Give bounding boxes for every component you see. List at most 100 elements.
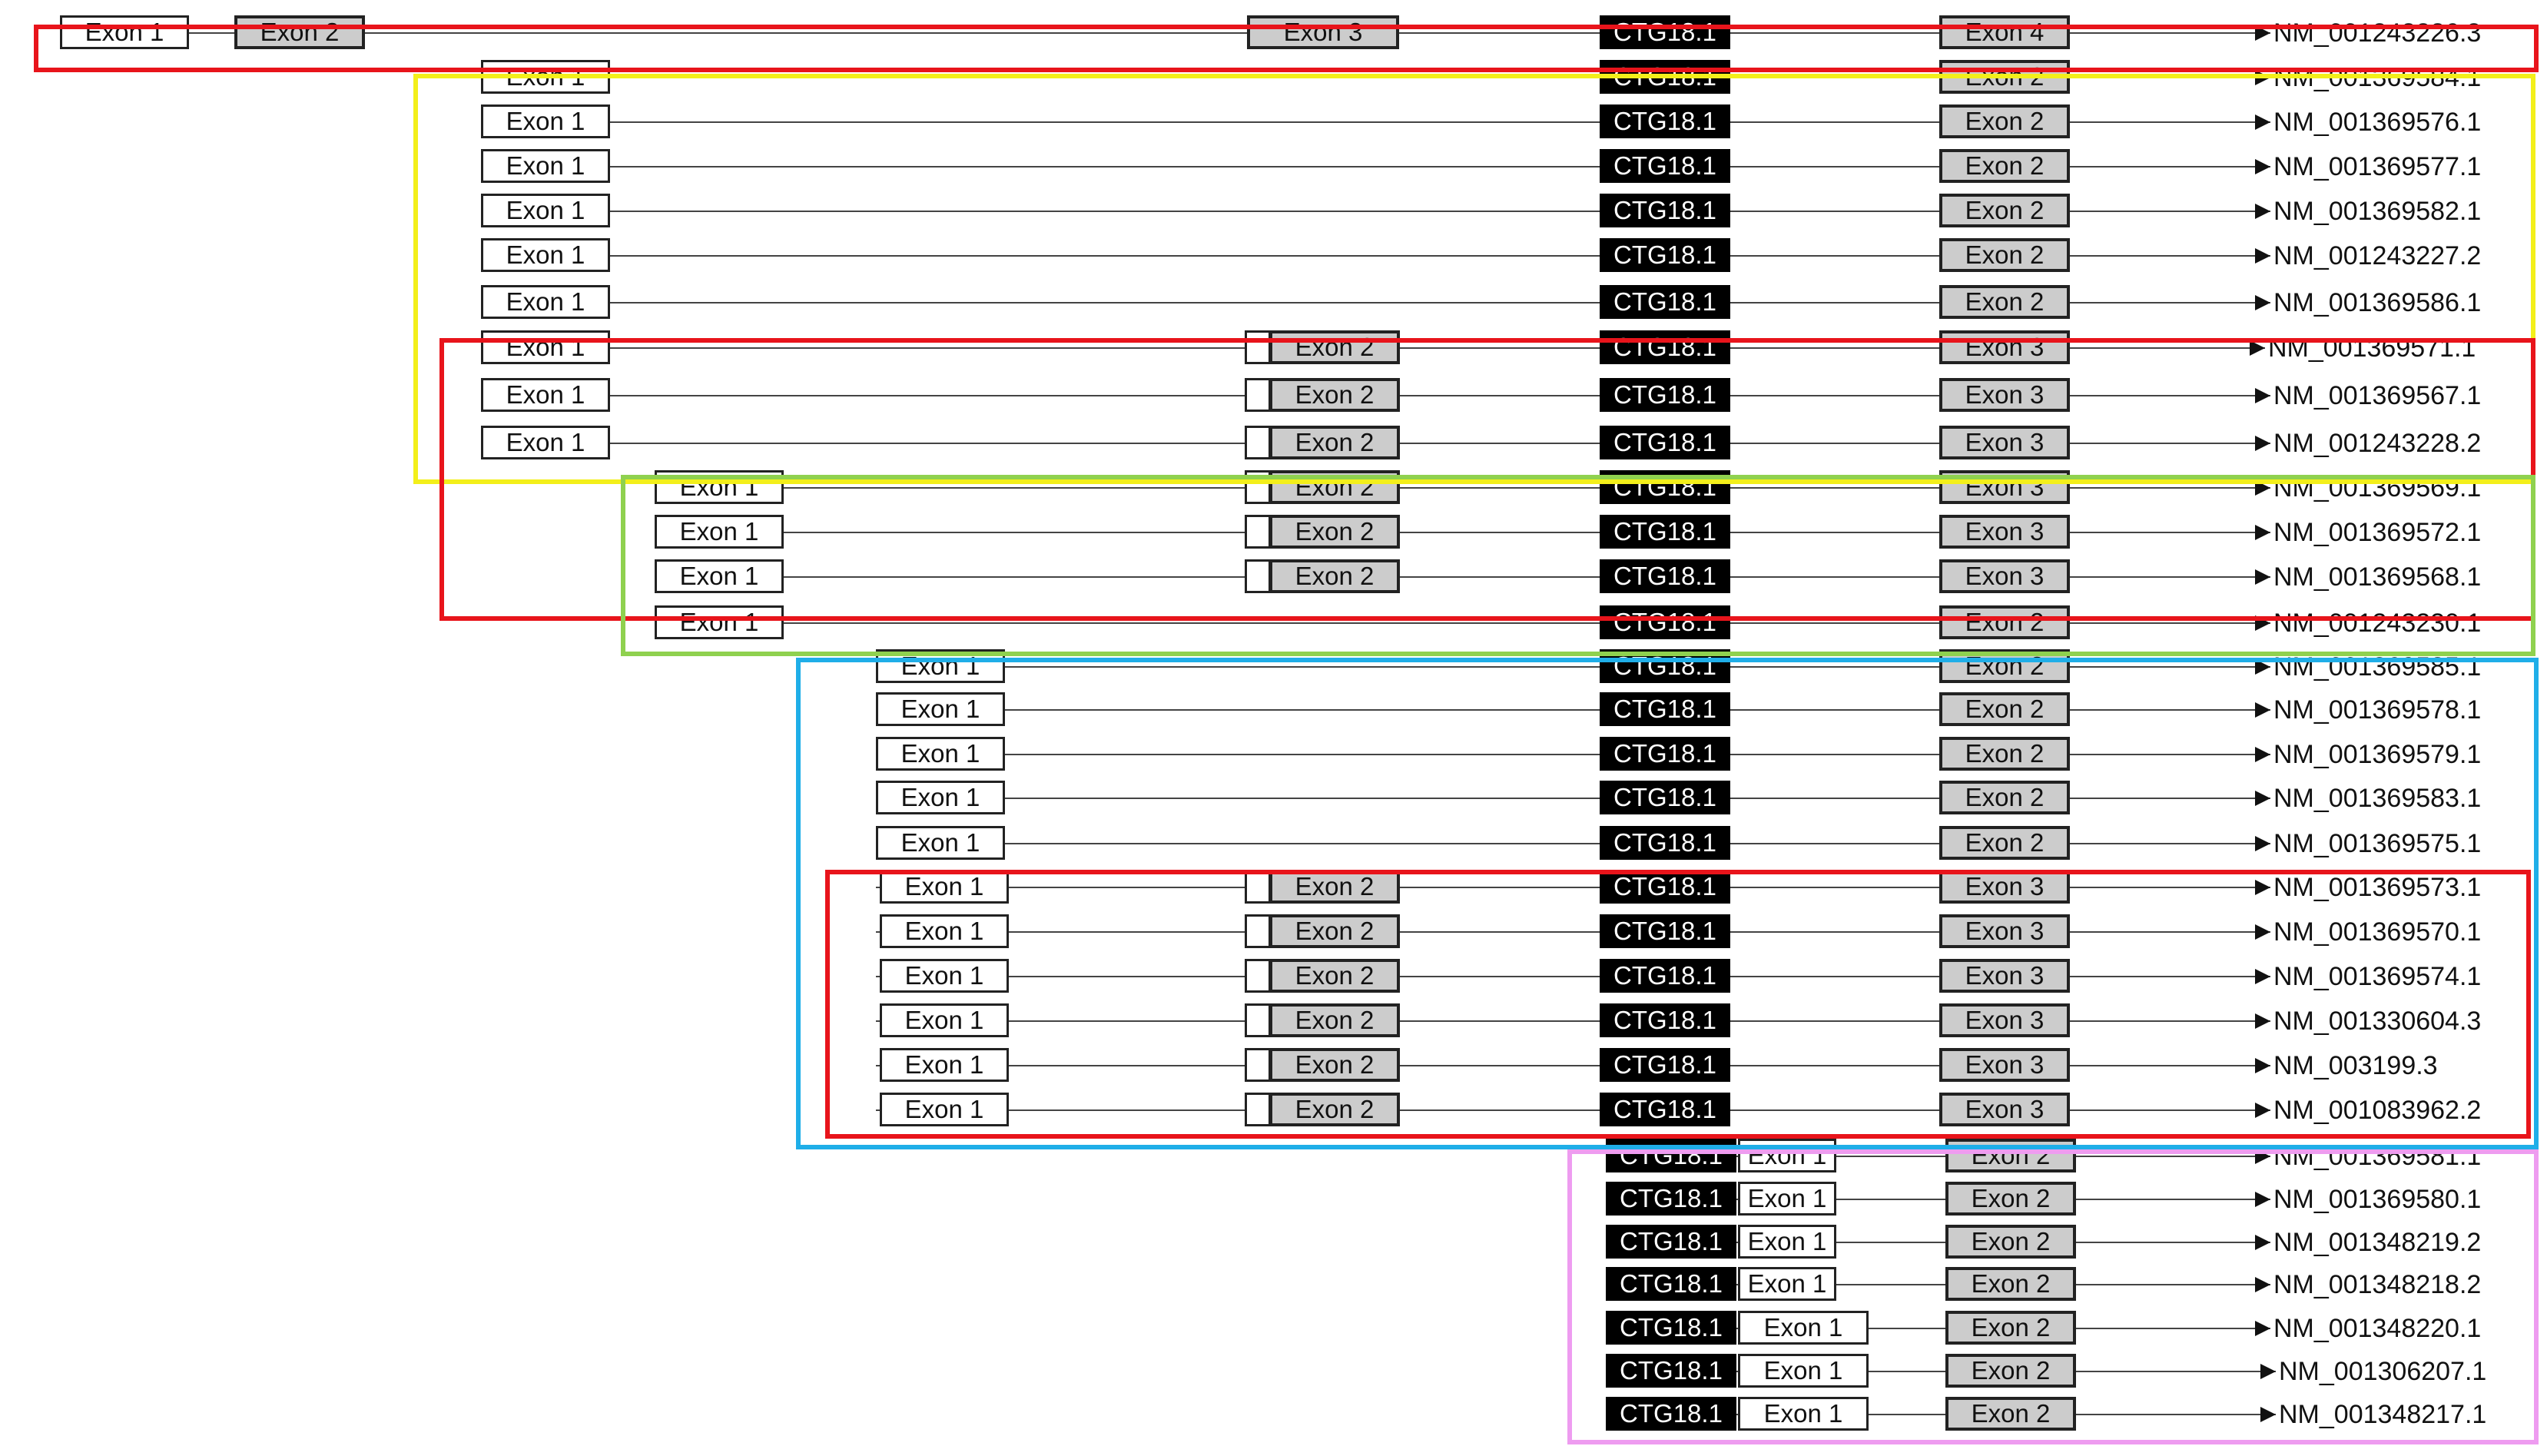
exon-1-box: Exon 1 [481,104,610,138]
arrow-icon [2255,880,2270,895]
arrow-icon [2255,204,2270,219]
exon-3-box: Exon 3 [1939,1048,2070,1082]
accession-label: NM_001369578.1 [2273,695,2482,725]
accession-label: NM_001369568.1 [2273,562,2482,592]
ctg18-1-box: CTG18.1 [1600,781,1730,814]
group-box-red-top [34,25,2539,72]
exon-1-box: Exon 1 [1738,1267,1836,1301]
intron-line [655,576,2270,578]
arrow-icon [2255,25,2270,41]
accession-label: NM_001369573.1 [2273,873,2482,902]
exon-3-box: Exon 3 [1939,426,2070,459]
exon-1-box: Exon 1 [1738,1225,1836,1259]
arrow-icon [2255,969,2270,984]
exon-2-box: Exon 2 [1269,1048,1400,1082]
arrow-icon [2255,525,2270,540]
ctg18-1-box: CTG18.1 [1600,826,1730,860]
intron-line [481,166,2270,167]
intron-line [1606,1199,2270,1200]
exon-1-box: Exon 1 [876,826,1005,860]
intron-line [876,709,2270,711]
intron-line [876,754,2270,755]
exon-1-box: Exon 1 [876,737,1005,771]
exon-1-box: Exon 1 [880,1093,1009,1126]
accession-label: NM_001369572.1 [2273,518,2482,547]
exon-2-box: Exon 2 [1269,378,1400,412]
exon-2-box: Exon 2 [1269,959,1400,993]
exon-2-box: Exon 2 [1269,515,1400,549]
exon-2-box: Exon 2 [1269,1093,1400,1126]
ctg18-1-box: CTG18.1 [1606,1397,1736,1431]
intron-line [655,622,2270,624]
accession-label: NM_001369582.1 [2273,197,2482,226]
arrow-icon [2255,436,2270,451]
intron-line [1606,1242,2270,1243]
exon-2-box: Exon 2 [1939,238,2070,272]
accession-label: NM_001243228.2 [2273,429,2482,458]
arrow-icon [2255,388,2270,403]
ctg18-1-box: CTG18.1 [1600,285,1730,319]
ctg18-1-box: CTG18.1 [1600,378,1730,412]
exon-2-stub [1245,959,1271,993]
accession-label: NM_001243230.1 [2273,609,2482,638]
exon-3-box: Exon 3 [1939,515,2070,549]
exon-1-box: Exon 1 [481,330,610,364]
arrow-icon [2255,1103,2270,1118]
arrow-icon [2255,1321,2270,1336]
arrow-icon [2255,791,2270,806]
exon-2-box: Exon 2 [1269,914,1400,948]
intron-line [876,976,2270,977]
exon-1-box: Exon 1 [481,194,610,227]
exon-3-box: Exon 3 [1939,914,2070,948]
accession-label: NM_001369577.1 [2273,152,2482,181]
exon-2-box: Exon 2 [234,15,365,49]
exon-1-box: Exon 1 [1738,1354,1869,1388]
exon-2-box: Exon 2 [1945,1225,2076,1259]
intron-line [876,887,2270,888]
accession-label: NM_001243227.2 [2273,241,2482,270]
arrow-icon [2255,924,2270,940]
exon-1-box: Exon 1 [481,238,610,272]
intron-line [481,302,2270,303]
accession-label: NM_001369576.1 [2273,108,2482,137]
accession-label: NM_001369574.1 [2273,962,2482,991]
arrow-icon [2255,836,2270,851]
accession-label: NM_001369567.1 [2273,381,2482,410]
exon-2-box: Exon 2 [1939,781,2070,814]
exon-2-box: Exon 2 [1269,559,1400,593]
intron-line [876,1065,2270,1066]
arrow-icon [2255,248,2270,264]
intron-line [1606,1371,2276,1372]
arrow-icon [2260,1364,2276,1379]
exon-3-box: Exon 3 [1247,15,1399,49]
accession-label: NM_001348217.1 [2279,1400,2487,1429]
ctg18-1-box: CTG18.1 [1600,330,1730,364]
exon-1-box: Exon 1 [1738,1182,1836,1216]
accession-label: NM_001306207.1 [2279,1357,2487,1386]
ctg18-1-box: CTG18.1 [1600,1048,1730,1082]
exon-2-box: Exon 2 [1945,1354,2076,1388]
ctg18-1-box: CTG18.1 [1600,1093,1730,1126]
ctg18-1-box: CTG18.1 [1606,1311,1736,1345]
accession-label: NM_001348220.1 [2273,1314,2482,1343]
intron-line [655,487,2270,489]
exon-2-box: Exon 2 [1939,104,2070,138]
exon-1-box: Exon 1 [1738,1397,1869,1431]
arrow-icon [2255,747,2270,762]
